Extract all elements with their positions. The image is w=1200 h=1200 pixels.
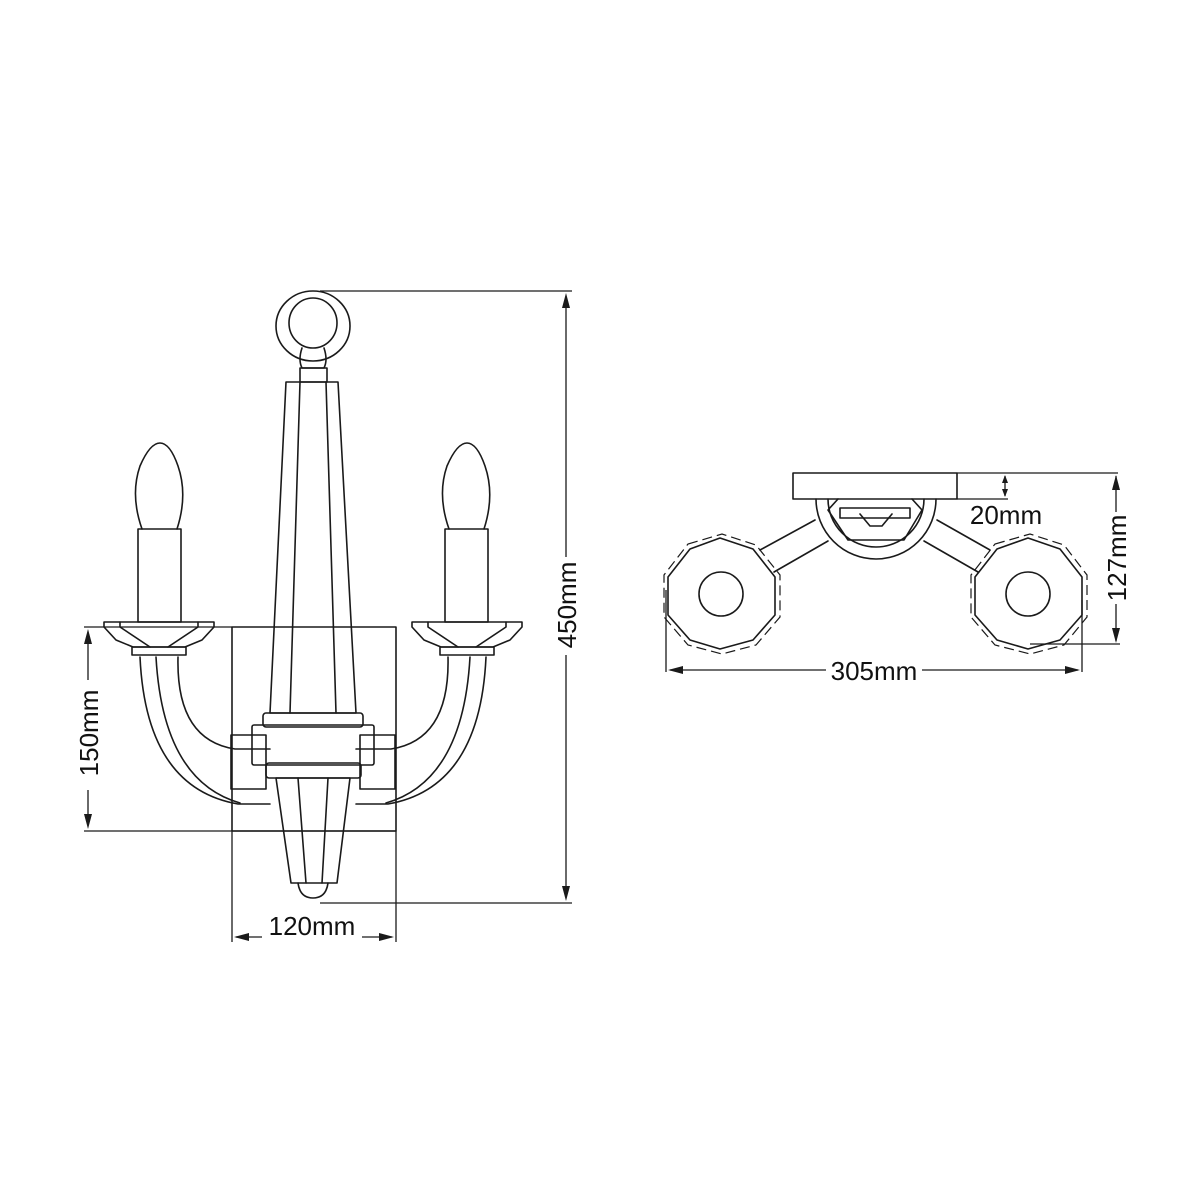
dimension-projection (1030, 475, 1120, 645)
dimension-backplate-depth (957, 472, 1118, 500)
top-view: 20mm 127mm 305mm (663, 472, 1132, 686)
backplate (231, 626, 397, 832)
left-cup (667, 537, 776, 650)
top-backplate (792, 472, 958, 500)
dimension-label-backplate-width: 120mm (269, 911, 356, 941)
ring-finial (275, 290, 351, 383)
dimension-label-width: 305mm (831, 656, 918, 686)
right-arm (355, 442, 523, 805)
dimension-label-backplate-height: 150mm (74, 690, 104, 777)
front-view: 450mm 150mm 120mm (74, 290, 582, 942)
dimension-width (665, 590, 1083, 674)
right-cup (974, 537, 1083, 650)
left-arm (103, 442, 271, 805)
dimension-label-projection: 127mm (1102, 515, 1132, 602)
dimension-backplate-width (231, 831, 397, 942)
dimension-backplate-height (84, 626, 396, 832)
dimension-label-height: 450mm (552, 562, 582, 649)
dimension-height (320, 290, 572, 904)
central-column (251, 381, 375, 899)
dimension-label-backplate-depth: 20mm (970, 500, 1042, 530)
